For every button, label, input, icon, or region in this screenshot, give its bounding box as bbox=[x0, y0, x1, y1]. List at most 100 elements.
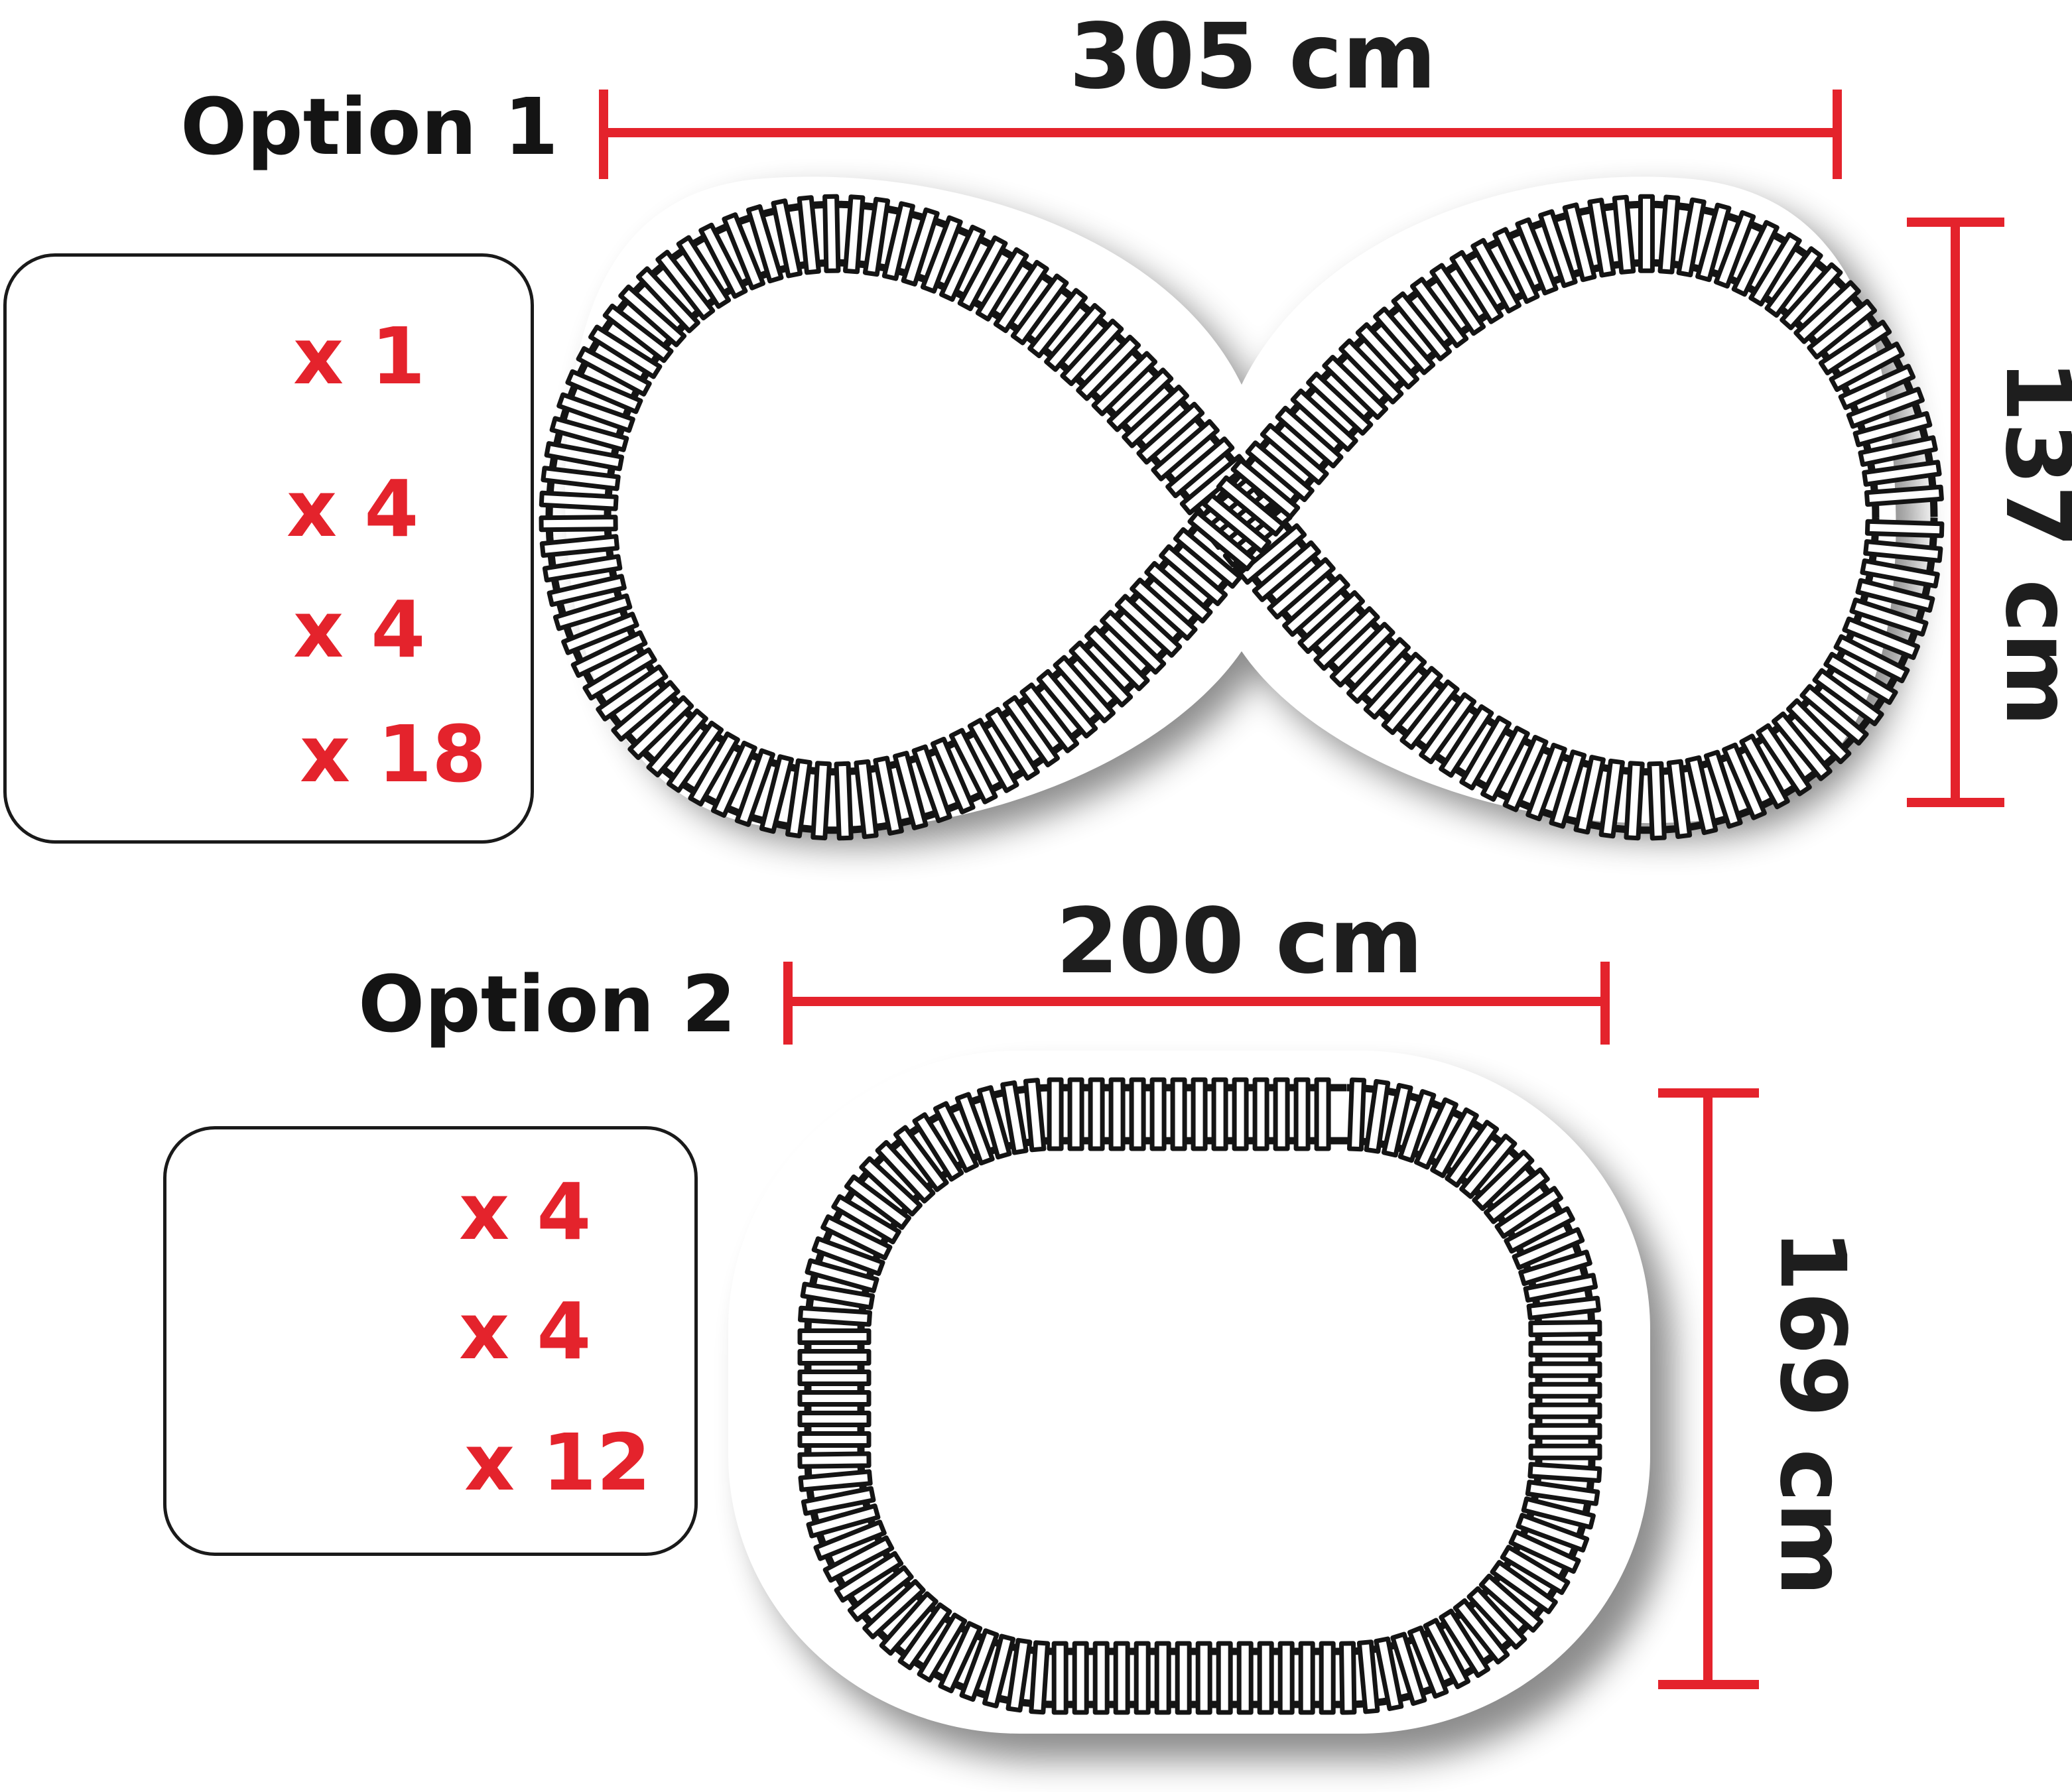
option1-track-tie bbox=[911, 744, 952, 824]
option2-track-tie bbox=[959, 1628, 1000, 1702]
option2-track-tie bbox=[1439, 1608, 1490, 1678]
option1-track-tie bbox=[1502, 735, 1549, 812]
option2-track-tie bbox=[1273, 1077, 1290, 1151]
option1-track-tie bbox=[1703, 749, 1743, 829]
option1-track-tie bbox=[1849, 598, 1929, 637]
option2-track-tie bbox=[834, 1551, 904, 1603]
option2-track-tie bbox=[1526, 1295, 1601, 1320]
option1-track-tie bbox=[618, 285, 687, 348]
option2-track-tie bbox=[844, 1174, 911, 1230]
option1-track-tie bbox=[1459, 715, 1512, 791]
option2-track-tie bbox=[1092, 1641, 1110, 1715]
option1-track-tie bbox=[1202, 492, 1271, 554]
option1-track-tie bbox=[676, 235, 732, 309]
option2-track-tie bbox=[1195, 1641, 1212, 1715]
option1-track-tie bbox=[920, 215, 963, 294]
option1-track-tie bbox=[1807, 298, 1877, 359]
option1-track-tie bbox=[1338, 338, 1404, 405]
option1-qty-long-straight: x 4 bbox=[293, 584, 426, 675]
option1-track-tie bbox=[1068, 640, 1133, 708]
option1-track-tie bbox=[939, 224, 986, 302]
option1-track-tie bbox=[1573, 755, 1606, 835]
option1-track-tie bbox=[1657, 194, 1681, 275]
option1-track-tie bbox=[1044, 302, 1106, 372]
option2-track-tie bbox=[1232, 1077, 1249, 1151]
option1-height-label: 137 cm bbox=[1985, 359, 2072, 727]
option1-track-tie bbox=[666, 720, 724, 793]
option1-track-tie bbox=[539, 534, 619, 558]
option1-track-tie bbox=[810, 761, 832, 841]
option1-track-tie bbox=[1216, 475, 1286, 537]
option1-track-tie bbox=[1060, 318, 1124, 387]
option1-track-tie bbox=[771, 198, 803, 279]
option2-track-tie bbox=[954, 1092, 995, 1166]
option2-track-tie bbox=[797, 1390, 872, 1407]
option2-track-tie bbox=[1047, 1077, 1064, 1151]
option1-track-tie bbox=[565, 369, 643, 415]
option1-track-tie bbox=[1549, 749, 1587, 829]
option2-track-tie bbox=[820, 1214, 893, 1261]
option2-track-tie bbox=[1528, 1381, 1602, 1399]
option1-track-tie bbox=[698, 222, 748, 299]
option2-track-tie bbox=[1521, 1496, 1596, 1530]
option2-track-tie bbox=[897, 1602, 952, 1671]
option2-track-tie bbox=[1023, 1078, 1047, 1153]
option2-track-tie bbox=[797, 1349, 872, 1366]
option2-track-tie bbox=[797, 1451, 872, 1469]
option1-track-tie bbox=[582, 647, 657, 701]
option2-track-tie bbox=[1518, 1249, 1592, 1287]
option1-title: Option 1 bbox=[180, 81, 558, 172]
option1-track-tie bbox=[1449, 250, 1504, 324]
option1-track-tie bbox=[759, 754, 794, 834]
option1-track-tie bbox=[1173, 527, 1243, 589]
option1-track-tie bbox=[1862, 460, 1942, 487]
option1-track-tie bbox=[975, 247, 1029, 322]
option1-width-label: 305 cm bbox=[1069, 5, 1437, 109]
option1-track-tie bbox=[1829, 342, 1905, 392]
option2-track-tie bbox=[893, 1125, 949, 1192]
option1-track-tie bbox=[1252, 540, 1321, 602]
option2-track-tie bbox=[1490, 1560, 1558, 1614]
option1-track-tie bbox=[561, 611, 639, 655]
option2-track-tie bbox=[1113, 1641, 1130, 1715]
option2-track-tie bbox=[917, 1612, 968, 1683]
option1-track-tie bbox=[930, 736, 976, 814]
option1-track-tie bbox=[1076, 334, 1141, 401]
option1-track-tie bbox=[1587, 198, 1616, 278]
option2-layout-background bbox=[728, 1051, 1650, 1734]
option1-track-tie bbox=[1260, 422, 1329, 485]
option2-track-tie bbox=[912, 1112, 964, 1182]
option2-track-tie bbox=[1512, 1227, 1585, 1270]
option2-track-tie bbox=[875, 1140, 936, 1204]
option1-track-tie bbox=[1122, 384, 1189, 448]
option1-track-tie bbox=[1313, 606, 1380, 671]
option1-track-tie bbox=[542, 554, 623, 583]
option2-track-tie bbox=[1175, 1641, 1192, 1715]
option1-track-tie bbox=[1130, 577, 1198, 641]
option2-track-tie bbox=[1472, 1149, 1535, 1211]
option2-track-tie bbox=[822, 1535, 895, 1583]
option2-track-tie bbox=[933, 1101, 979, 1173]
option1-track-tie bbox=[1624, 761, 1645, 841]
option2-track-tie bbox=[1528, 1402, 1602, 1419]
option1-track-tie bbox=[1756, 723, 1812, 797]
option2-track-tie bbox=[976, 1085, 1012, 1160]
option2-track-tie bbox=[1314, 1077, 1331, 1151]
option1-track-tie bbox=[541, 466, 621, 491]
option1-track-tie bbox=[588, 324, 663, 379]
option2-track-tie bbox=[800, 1281, 875, 1310]
option1-track-tie bbox=[1136, 401, 1205, 465]
option2-parts-panel bbox=[163, 1126, 698, 1556]
option2-track-tie bbox=[1478, 1573, 1543, 1633]
option1-track-tie bbox=[611, 680, 680, 742]
option2-track-tie bbox=[1528, 1423, 1602, 1440]
option2-track-tie bbox=[1252, 1077, 1269, 1151]
option1-track-tie bbox=[1799, 684, 1869, 746]
option2-track-tie bbox=[797, 1431, 872, 1448]
option2-track-tie bbox=[806, 1504, 881, 1539]
option2-oval-track bbox=[797, 1077, 1602, 1715]
option2-track-tie bbox=[798, 1305, 872, 1327]
option2-track-tie bbox=[982, 1633, 1016, 1708]
option2-track-tie bbox=[798, 1469, 873, 1492]
option1-track-tie bbox=[873, 755, 904, 836]
